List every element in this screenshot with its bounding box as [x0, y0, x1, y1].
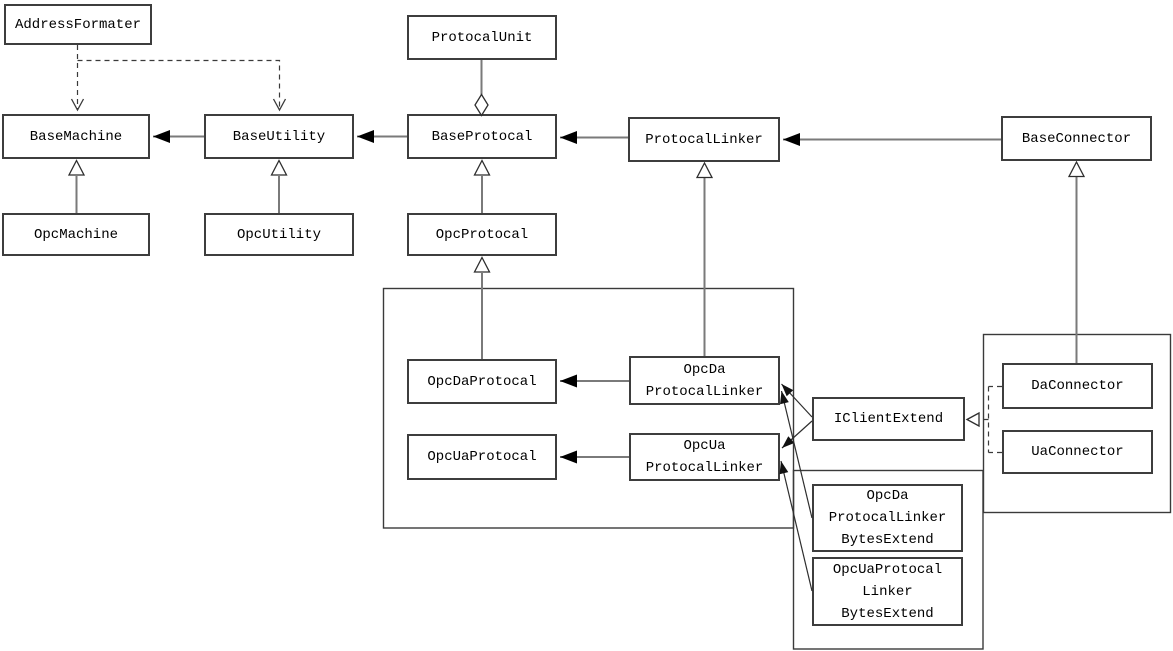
class-box-addressformater: AddressFormater	[4, 4, 152, 45]
class-box-opcdaprotocal: OpcDaProtocal	[407, 359, 557, 404]
class-label: OpcUaProtocal	[427, 449, 537, 465]
inheritance-arrow	[1067, 160, 1086, 178]
class-label: DaConnector	[1031, 378, 1124, 394]
class-box-opcmachine: OpcMachine	[2, 213, 150, 256]
class-label: BaseMachine	[29, 128, 123, 145]
class-label: OpcUaProtocal Linker BytesExtend	[832, 561, 943, 622]
class-label: ProtocalUnit	[431, 29, 533, 46]
class-label: IClientExtend	[833, 411, 944, 427]
group-box-opc-protocal-family	[382, 287, 795, 529]
class-box-uaconnector: UaConnector	[1002, 430, 1153, 474]
edge-iclientextend-opcdaprotocallinker	[781, 383, 813, 418]
class-box-basemachine: BaseMachine	[2, 114, 150, 159]
class-box-protocalunit: ProtocalUnit	[407, 15, 557, 60]
inheritance-arrow	[695, 161, 714, 179]
class-label: OpcMachine	[33, 226, 118, 243]
edge-addressformater-baseutility	[77, 59, 287, 112]
class-label: ProtocalLinker	[645, 131, 763, 148]
aggregation-diamond	[474, 93, 489, 117]
class-box-opcuaprotocallinker: OpcUa ProtocalLinker	[629, 433, 780, 481]
class-box-opcuaprotocal: OpcUaProtocal	[407, 434, 557, 480]
edge-iclientextend-opcuaprotocallinker	[781, 420, 813, 449]
class-box-opcuaprotocallinkerbytesextend: OpcUaProtocal Linker BytesExtend	[812, 557, 963, 626]
inheritance-arrow	[67, 159, 86, 176]
inheritance-arrow	[473, 159, 491, 176]
inheritance-arrow	[473, 256, 491, 273]
inheritance-arrow	[270, 159, 288, 176]
class-label: BaseUtility	[232, 128, 326, 145]
class-box-opcdaprotocallinkerbytesextend: OpcDa ProtocalLinker BytesExtend	[812, 484, 963, 552]
class-label: OpcProtocal	[435, 226, 529, 243]
class-box-opcprotocal: OpcProtocal	[407, 213, 557, 256]
class-box-iclientextend: IClientExtend	[812, 397, 965, 441]
class-label: OpcDa ProtocalLinker	[645, 361, 764, 400]
edge-opcdabytesextend-opcdaprotocallinker	[780, 390, 813, 519]
class-label: BaseProtocal	[431, 128, 533, 145]
edge-opcuabytesextend-opcuaprotocallinker	[779, 460, 813, 592]
class-label: OpcUa ProtocalLinker	[645, 438, 764, 476]
class-box-protocallinker: ProtocalLinker	[628, 117, 780, 162]
class-label: AddressFormater	[14, 16, 142, 33]
class-box-opcdaprotocallinker: OpcDa ProtocalLinker	[629, 356, 780, 405]
class-label: OpcUtility	[236, 226, 321, 243]
class-box-baseconnector: BaseConnector	[1001, 116, 1152, 161]
class-box-baseutility: BaseUtility	[204, 114, 354, 159]
class-box-opcutility: OpcUtility	[204, 213, 354, 256]
edge-connectors-iclientextend	[979, 385, 1002, 454]
class-box-baseprotocal: BaseProtocal	[407, 114, 557, 159]
class-box-daconnector: DaConnector	[1002, 363, 1153, 409]
group-box-connector-family	[982, 333, 1172, 514]
class-label: UaConnector	[1031, 444, 1124, 460]
class-label: OpcDa ProtocalLinker BytesExtend	[828, 488, 947, 548]
class-label: OpcDaProtocal	[427, 373, 537, 390]
class-label: BaseConnector	[1021, 130, 1132, 147]
realization-arrow	[965, 411, 980, 428]
